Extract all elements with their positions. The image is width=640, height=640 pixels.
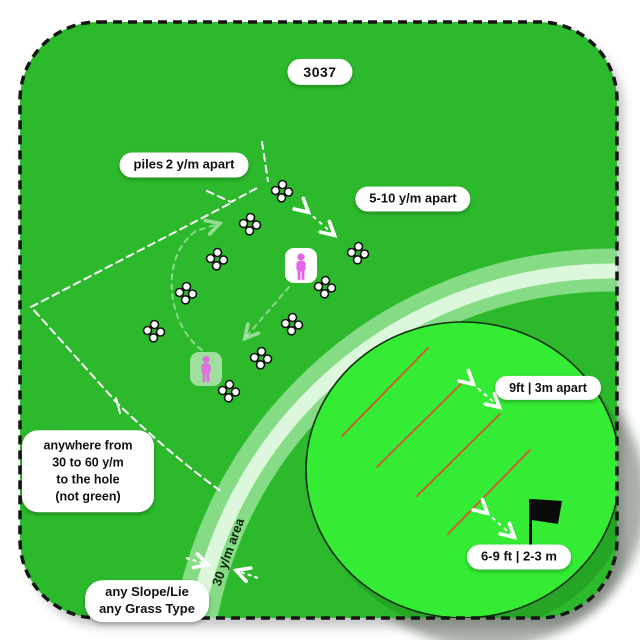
card-dashed-border (18, 20, 619, 620)
players (190, 248, 317, 386)
practice-area-outline (29, 141, 269, 493)
putt-lines (341, 347, 531, 535)
conditions-label: any Slope/Lie any Grass Type (85, 580, 209, 622)
pile-distance-label: piles 2 y/m apart (119, 152, 249, 178)
flag-icon (529, 499, 562, 548)
green-line-spacing-label: 9ft | 3m apart (495, 375, 601, 401)
drill-number: 3037 (303, 63, 337, 80)
distance-to-hole-label: anywhere from 30 to 60 y/m to the hole (… (22, 430, 154, 512)
pile-spacing-label: 5-10 y/m apart (355, 186, 471, 212)
putting-green (305, 321, 617, 618)
green-measure-arrows (472, 383, 513, 536)
hole-spacing-label: 6-9 ft | 2-3 m (467, 544, 571, 570)
thirty-ym-band (167, 248, 617, 618)
pile-spacing-arrow (307, 211, 333, 234)
band-arrows (185, 558, 259, 578)
drill-number-badge: 3037 (287, 58, 353, 86)
player-rotation-path (170, 224, 290, 351)
